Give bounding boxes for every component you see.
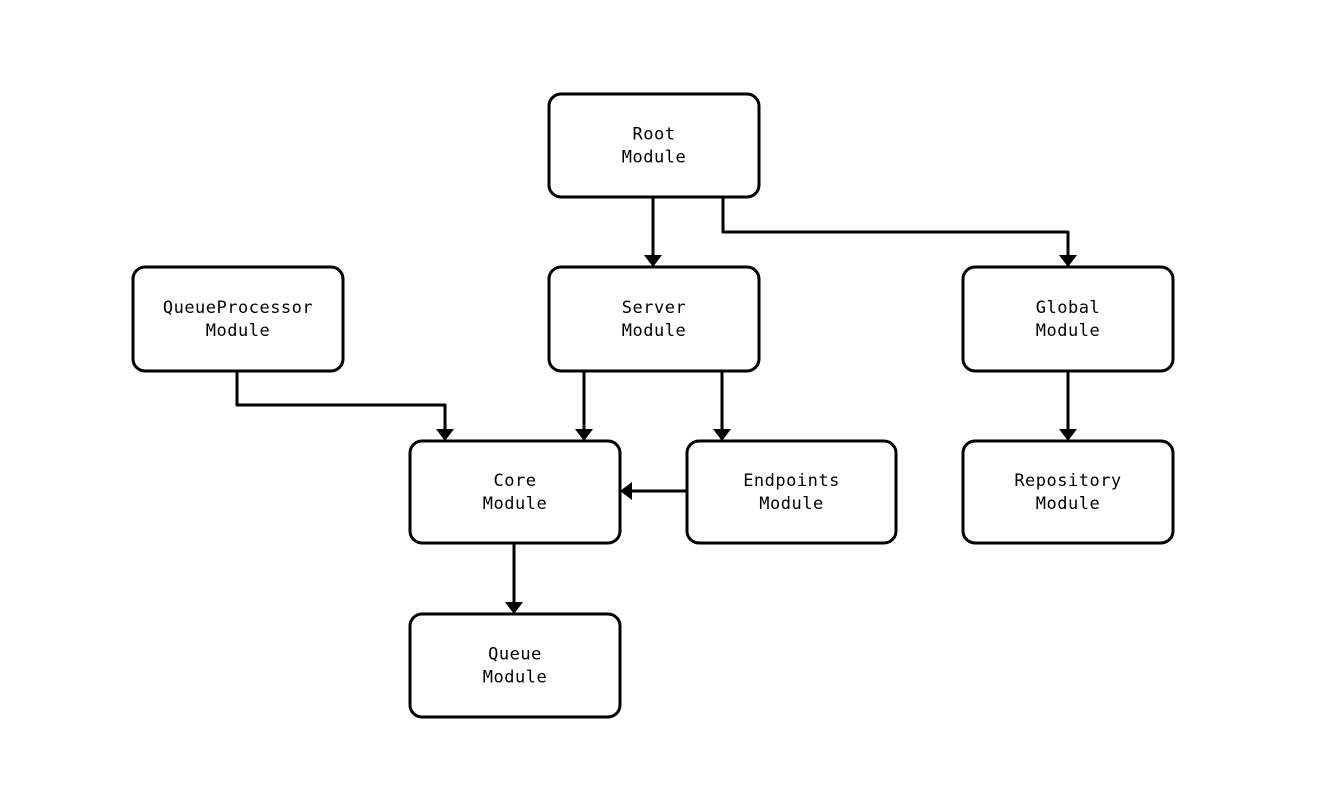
node-label-line1: QueueProcessor [163,298,313,318]
arrowhead-icon [644,255,662,267]
edge-root-to-global [721,197,1077,267]
edges-layer [235,197,1077,614]
node-label-line1: Queue [488,645,542,665]
arrowhead-icon [436,429,454,441]
edge-line [721,197,1070,258]
node-label-line2: Module [206,321,270,341]
node-box[interactable] [685,439,898,545]
node-label-line2: Module [483,668,547,688]
arrowhead-icon [1059,429,1077,441]
node-box[interactable] [131,265,345,373]
node-box[interactable] [408,439,622,545]
arrowhead-icon [575,429,593,441]
node-label-line2: Module [759,494,823,514]
node-label-line1: Endpoints [743,471,840,491]
node-label-line1: Server [622,298,686,318]
edge-global-to-repository [1059,371,1077,441]
node-label-line2: Module [1036,494,1100,514]
node-label-line1: Core [494,471,537,491]
node-box[interactable] [961,439,1175,545]
arrowhead-icon [713,429,731,441]
arrowhead-icon [1059,255,1077,267]
edge-endpoints-to-core [620,482,687,500]
node-label-line1: Root [633,125,676,145]
nodes-layer: RootModuleQueueProcessorModuleServerModu… [131,92,1175,719]
node-label-line2: Module [1036,321,1100,341]
node-label-line1: Repository [1014,471,1121,491]
edge-core-to-queue [505,543,523,614]
node-box[interactable] [408,612,622,719]
edge-server-to-endpoints [713,371,731,441]
arrowhead-icon [505,602,523,614]
node-label-line2: Module [622,148,686,168]
arrowhead-icon [620,482,632,500]
edge-queueprocessor-to-core [235,371,454,441]
node-label-line2: Module [622,321,686,341]
node-box[interactable] [547,92,761,199]
edge-server-to-core [575,371,593,441]
node-box[interactable] [547,265,761,373]
node-label-line2: Module [483,494,547,514]
edge-root-to-server [644,197,662,267]
node-label-line1: Global [1036,298,1100,318]
node-box[interactable] [961,265,1175,373]
edge-line [235,371,447,432]
